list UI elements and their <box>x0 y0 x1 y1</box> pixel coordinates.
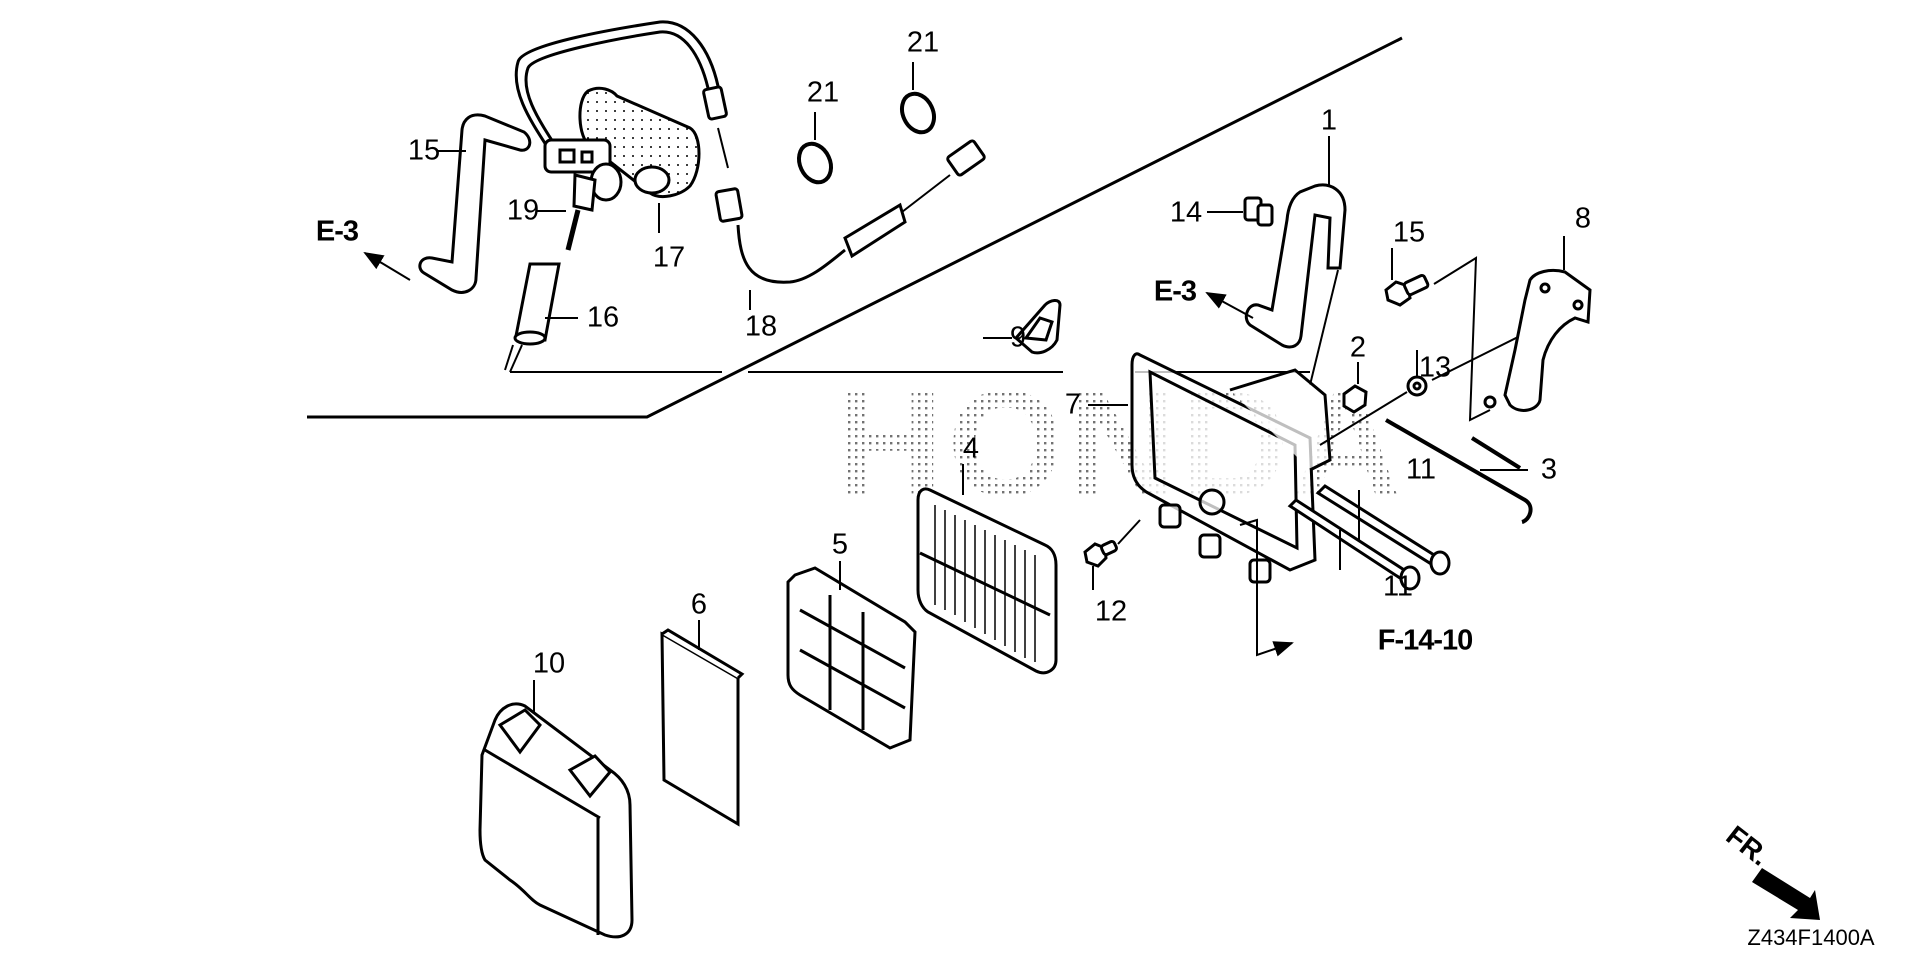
part-1-hose <box>1244 183 1347 349</box>
part-label-3[interactable]: 3 <box>1540 453 1558 486</box>
part-label-14[interactable]: 14 <box>1169 196 1203 229</box>
part-label-7[interactable]: 7 <box>1064 388 1082 421</box>
part-label-11b[interactable]: 11 <box>1382 570 1414 603</box>
part-label-16[interactable]: 15 <box>407 134 441 167</box>
part-15-bolt <box>1384 273 1430 307</box>
part-11-bolts <box>1287 484 1451 591</box>
part-21-clamps <box>796 91 937 185</box>
part-7-air-cleaner-case <box>1130 352 1332 584</box>
front-direction-arrow-icon <box>1752 868 1820 920</box>
part-label-5[interactable]: 5 <box>831 528 849 561</box>
part-label-12[interactable]: 12 <box>1094 595 1128 628</box>
part-label-21a[interactable]: 21 <box>806 76 840 109</box>
part-label-9[interactable]: 9 <box>1009 321 1027 354</box>
part-4-filter-element <box>916 487 1058 675</box>
part-14-clip <box>1243 196 1274 227</box>
part-16-hose <box>418 113 532 294</box>
part-19-harness <box>702 85 986 284</box>
part-label-6[interactable]: 6 <box>690 588 708 621</box>
part-label-15[interactable]: 15 <box>1392 216 1426 249</box>
part-label-21b[interactable]: 21 <box>906 26 940 59</box>
part-10-cover <box>478 702 634 939</box>
part-12-bolt <box>1083 539 1118 568</box>
part-label-18[interactable]: 17 <box>652 241 686 274</box>
part-label-8[interactable]: 8 <box>1574 202 1592 235</box>
part-label-17[interactable]: 16 <box>586 301 620 334</box>
part-18-sponge <box>578 86 701 233</box>
diagram-code: Z434F1400A <box>1747 925 1875 950</box>
part-2-nut <box>1342 384 1368 414</box>
part-label-4[interactable]: 4 <box>962 432 980 465</box>
part-label-11a[interactable]: 11 <box>1405 453 1437 486</box>
part-17-hose <box>513 262 561 346</box>
part-label-19[interactable]: 18 <box>744 310 778 343</box>
part-label-20[interactable]: 19 <box>506 194 540 227</box>
part-label-10[interactable]: 10 <box>532 647 566 680</box>
reference-e3-right[interactable]: E-3 <box>1153 275 1197 308</box>
reference-e3-left[interactable]: E-3 <box>315 215 359 248</box>
part-label-2[interactable]: 2 <box>1349 331 1367 364</box>
part-8-bracket <box>1483 268 1592 412</box>
part-label-1[interactable]: 1 <box>1320 104 1338 137</box>
part-label-13[interactable]: 13 <box>1418 351 1452 384</box>
part-19-vent-tube <box>514 20 720 149</box>
part-9-gasket <box>1013 299 1062 355</box>
part-5-filter-frame <box>786 566 917 750</box>
part-20-joint <box>543 138 623 251</box>
reference-f14-10[interactable]: F-14-10 <box>1377 624 1474 657</box>
part-6-prefilter <box>660 628 745 827</box>
part-3-rod <box>1385 418 1533 524</box>
